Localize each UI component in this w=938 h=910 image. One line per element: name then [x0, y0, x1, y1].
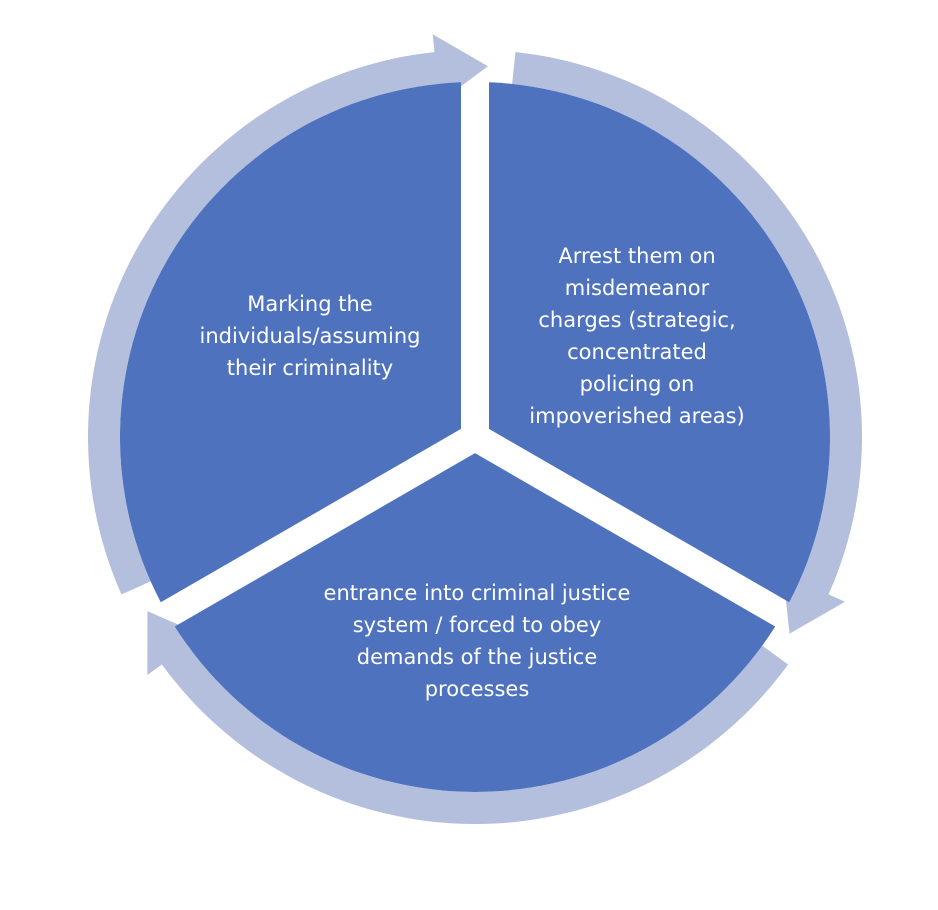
- stage-2-line: impoverished areas): [529, 404, 745, 428]
- stage-2-label: Arrest them on misdemeanor charges (stra…: [529, 240, 744, 432]
- stage-3-line: processes: [424, 677, 530, 701]
- stage-1-label: Marking the individuals/assuming their c…: [200, 288, 421, 384]
- stage-2-segment: [488, 82, 830, 603]
- stage-1-segment: [119, 82, 462, 603]
- stage-3-segment: [174, 453, 776, 792]
- stage-2-line: charges (strategic,: [538, 308, 736, 332]
- stage-2-line: concentrated: [567, 340, 707, 364]
- cycle-arrow-3: [147, 611, 789, 824]
- stage-2-line: Arrest them on: [558, 244, 716, 268]
- stage-1-line: individuals/assuming: [199, 324, 421, 348]
- stage-2-line: policing on: [579, 372, 695, 396]
- stage-2-line: misdemeanor: [564, 276, 710, 300]
- cycle-arrow-2: [512, 52, 862, 634]
- stage-1-line: their criminality: [226, 356, 394, 380]
- stage-1-line: Marking the: [247, 292, 373, 316]
- stage-3-label: entrance into criminal justice system / …: [324, 577, 631, 705]
- stage-3-line: system / forced to obey: [352, 613, 602, 637]
- stage-3-line: demands of the justice: [356, 645, 598, 669]
- stage-3-line: entrance into criminal justice: [323, 581, 631, 605]
